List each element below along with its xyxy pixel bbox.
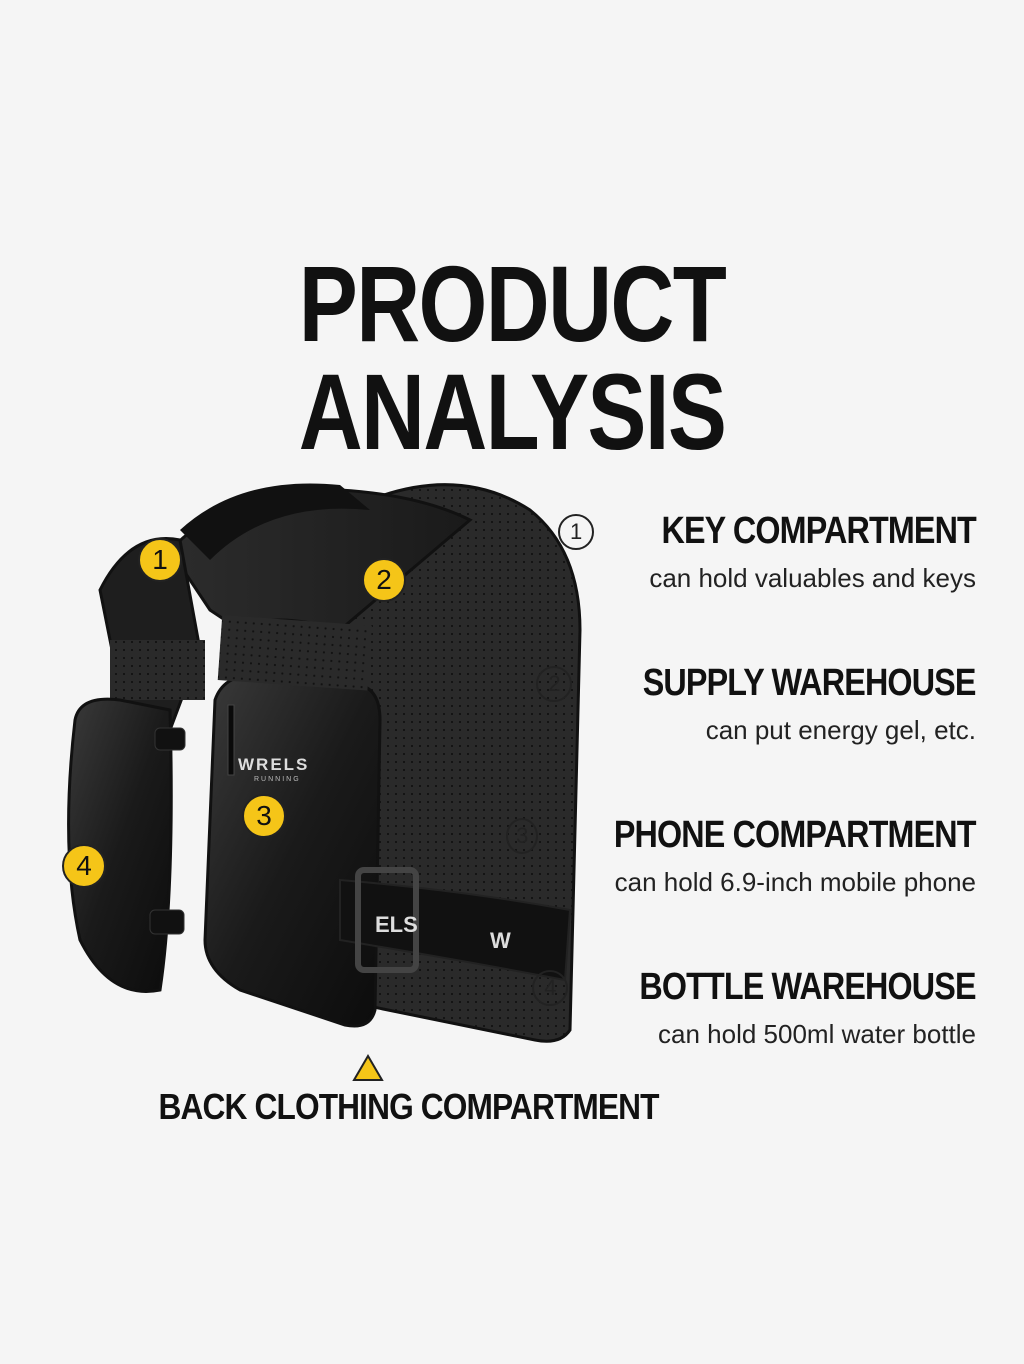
feature-description: can hold 6.9-inch mobile phone (614, 867, 976, 897)
back-compartment-label: BACK CLOTHING COMPARTMENT (158, 1086, 660, 1127)
feature-title: BOTTLE WAREHOUSE (639, 966, 977, 1008)
feature-description: can hold 500ml water bottle (658, 1019, 976, 1049)
vest-brand-logo: WRELS (238, 755, 309, 774)
feature-number-1: 1 (558, 513, 595, 550)
feature-number-4: 4 (532, 969, 569, 1006)
feature-list: 1 KEY COMPARTMENT can hold valuables and… (506, 510, 977, 1118)
feature-title: SUPPLY WAREHOUSE (643, 662, 977, 704)
feature-number-2: 2 (536, 665, 573, 702)
marker-1: 1 (138, 538, 182, 582)
feature-number-3: 3 (506, 817, 539, 854)
page-title: PRODUCT ANALYSIS (298, 243, 727, 472)
strap-logo-text-2: W (490, 928, 511, 953)
vest-brand-sub: RUNNING (254, 776, 301, 783)
feature-title: PHONE COMPARTMENT (614, 814, 977, 856)
marker-4: 4 (62, 844, 106, 888)
vest-illustration: ELS W WRELS RUNNING 1 2 3 4 (40, 470, 600, 1070)
feature-item-supply: 2 SUPPLY WAREHOUSE can put energy gel, e… (506, 662, 977, 784)
marker-3: 3 (242, 794, 286, 838)
strap-logo-text: ELS (375, 912, 418, 937)
feature-item-key: 1 KEY COMPARTMENT can hold valuables and… (506, 510, 977, 632)
warning-triangle-icon (352, 1054, 384, 1081)
feature-title: KEY COMPARTMENT (661, 510, 977, 552)
feature-item-phone: 3 PHONE COMPARTMENT can hold 6.9-inch mo… (506, 814, 977, 936)
feature-description: can hold valuables and keys (649, 563, 976, 593)
feature-item-bottle: 4 BOTTLE WAREHOUSE can hold 500ml water … (506, 966, 977, 1088)
vest-image: ELS W WRELS RUNNING (67, 483, 582, 1043)
marker-2: 2 (362, 558, 406, 602)
feature-description: can put energy gel, etc. (705, 715, 976, 745)
